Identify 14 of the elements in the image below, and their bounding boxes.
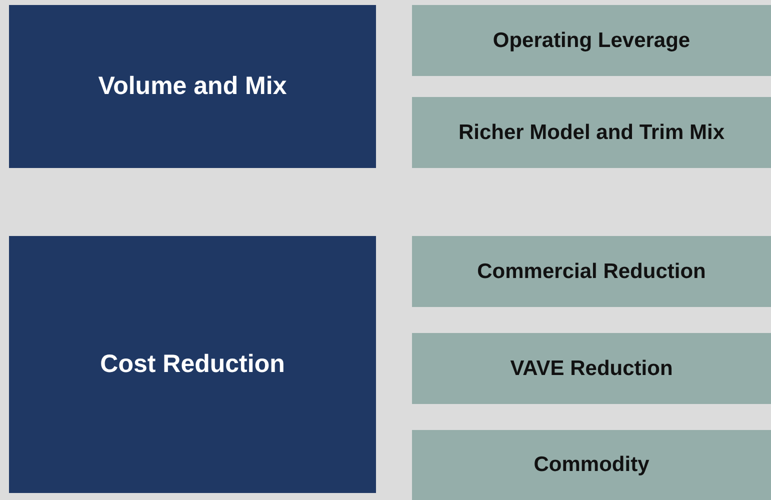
box-label: Commercial Reduction [477,260,706,284]
box-label: Volume and Mix [98,72,287,101]
category-box [9,236,376,493]
box-label: Commodity [534,453,650,477]
item-box [412,5,771,76]
item-box [412,97,771,168]
item-box [412,333,771,404]
item-box [412,430,771,500]
item-box [412,236,771,307]
box-label: Operating Leverage [492,28,690,52]
box-label: Richer Model and Trim Mix [458,120,725,144]
category-box [9,5,376,168]
box-label: Cost Reduction [100,350,285,379]
box-label: VAVE Reduction [510,356,673,380]
